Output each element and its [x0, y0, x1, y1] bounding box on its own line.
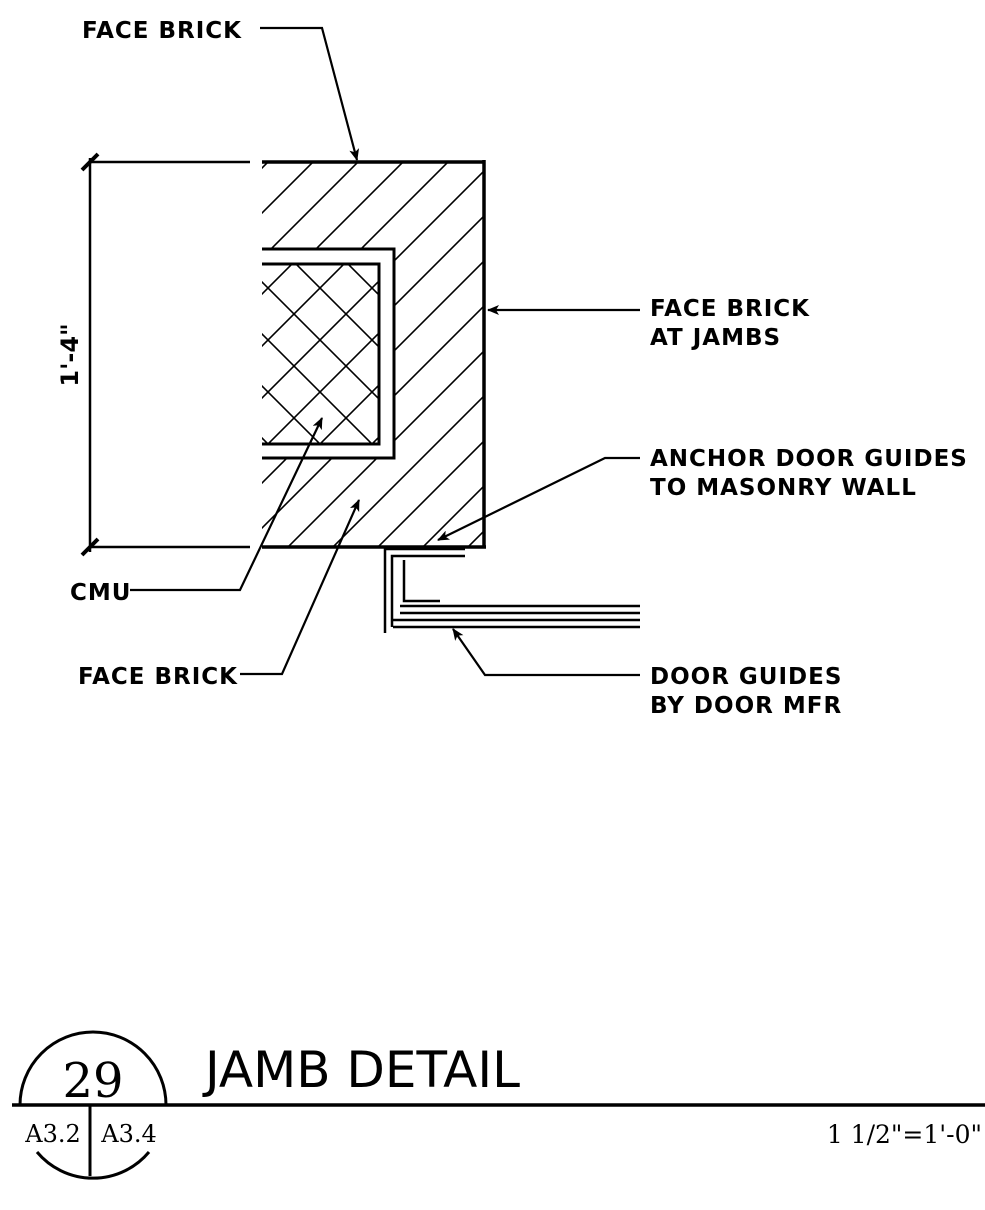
hatch-line [235, 0, 835, 600]
hatch-line [4, 100, 404, 500]
detail-number: 29 [62, 1053, 123, 1109]
hatch-line [280, 0, 880, 600]
hatch-line [325, 0, 925, 600]
hatch-line [145, 0, 745, 600]
sheet-ref-left: A3.2 [24, 1120, 81, 1148]
hatch-line [100, 120, 500, 520]
note-face-brick-jambs-line1: FACE BRICK [650, 296, 810, 322]
detail-scale: 1 1/2"=1'-0" [827, 1120, 982, 1149]
dimension-label: 1'-4" [56, 323, 84, 386]
detail-title: JAMB DETAIL [202, 1041, 520, 1099]
hatch-line [100, 536, 500, 936]
hatch-line [100, 0, 500, 364]
hatch-line [100, 276, 500, 676]
hatch-line [100, 68, 500, 468]
hatch-line [0, 0, 475, 600]
door-guide [385, 549, 640, 633]
hatch-line [100, 224, 500, 624]
note-anchor-line2: TO MASONRY WALL [650, 475, 917, 501]
hatch-line [0, 100, 300, 500]
wall-outline [262, 160, 486, 548]
detail-bubble [12, 1032, 985, 1178]
note-door-guides-line2: BY DOOR MFR [650, 693, 842, 719]
hatch-line [108, 100, 508, 500]
dimension-line [82, 154, 250, 555]
hatch-line [264, 100, 664, 500]
note-face-brick-top: FACE BRICK [82, 18, 242, 44]
note-face-brick-jambs-line2: AT JAMBS [650, 325, 781, 351]
hatch-line [212, 100, 612, 500]
hatch-line [190, 0, 790, 600]
cmu-crosshatch [0, 0, 872, 936]
hatch-line [0, 100, 352, 500]
face-brick-hatch [0, 0, 985, 600]
note-cmu: CMU [70, 580, 131, 606]
hatch-line [370, 0, 970, 600]
hatch-line [0, 0, 295, 600]
note-door-guides-line1: DOOR GUIDES [650, 664, 842, 690]
hatch-line [0, 0, 520, 600]
hatch-line [100, 0, 700, 600]
hatch-line [100, 172, 500, 572]
hatch-line [0, 0, 430, 600]
hatch-line [0, 0, 565, 600]
hatch-line [0, 0, 385, 600]
sheet-ref-right: A3.4 [100, 1120, 157, 1148]
hatch-line [160, 100, 560, 500]
note-face-brick-bottom: FACE BRICK [78, 664, 238, 690]
hatch-line [0, 0, 340, 600]
hatch-line [0, 0, 250, 600]
note-anchor-line1: ANCHOR DOOR GUIDES [650, 446, 968, 472]
hatch-line [10, 0, 610, 600]
leader-lines [130, 28, 640, 675]
